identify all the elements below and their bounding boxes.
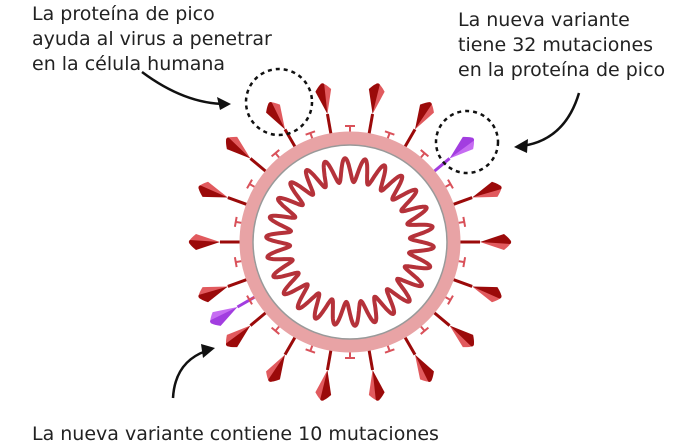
spike-protein xyxy=(198,181,253,208)
spike-protein-label-line-1: La proteína de pico xyxy=(32,3,215,25)
bottom-label: La nueva variante contiene 10 mutaciones xyxy=(32,422,439,447)
spike-protein xyxy=(366,83,385,140)
virus-membrane xyxy=(239,131,461,353)
spike-protein xyxy=(447,276,502,303)
spike-protein xyxy=(266,102,300,153)
variant-spike-label-line-1: La nueva variante xyxy=(458,9,630,31)
virus-membrane-inner-line xyxy=(252,144,448,340)
spike-protein-label-line-2: ayuda al virus a penetrar xyxy=(32,28,272,50)
rna-coil xyxy=(264,156,436,328)
arrow-to-spike xyxy=(141,70,231,110)
spike-protein xyxy=(266,331,300,382)
membrane-proteins xyxy=(233,125,467,359)
spike-protein xyxy=(198,276,253,303)
spike-protein xyxy=(454,234,512,250)
spike-protein xyxy=(400,102,434,153)
variant-spike-label-line-3: en la proteína de pico xyxy=(458,59,666,81)
highlight-circle-spike xyxy=(244,67,314,137)
spike-proteins xyxy=(188,83,512,401)
spike-protein xyxy=(315,83,334,140)
variant-spike-label: La nueva variante tiene 32 mutaciones en… xyxy=(458,8,665,83)
spike-protein xyxy=(188,234,246,250)
bottom-label-line-1: La nueva variante contiene 10 mutaciones xyxy=(32,423,439,445)
spike-protein xyxy=(225,307,272,348)
arrow-to-mutant-spike xyxy=(514,92,581,153)
variant-spike-label-line-2: tiene 32 mutaciones xyxy=(458,34,654,56)
arrow-to-mutant-spike-lower xyxy=(171,344,215,399)
spike-protein-label: La proteína de pico ayuda al virus a pen… xyxy=(32,2,272,77)
spike-protein xyxy=(225,136,272,177)
spike-protein xyxy=(315,344,334,401)
spike-protein xyxy=(447,181,502,208)
spike-protein-label-line-3: en la célula humana xyxy=(32,53,226,75)
spike-protein xyxy=(428,307,475,348)
spike-protein xyxy=(366,344,385,401)
highlight-circle-mutant-spike xyxy=(434,109,500,175)
spike-protein xyxy=(400,331,434,382)
